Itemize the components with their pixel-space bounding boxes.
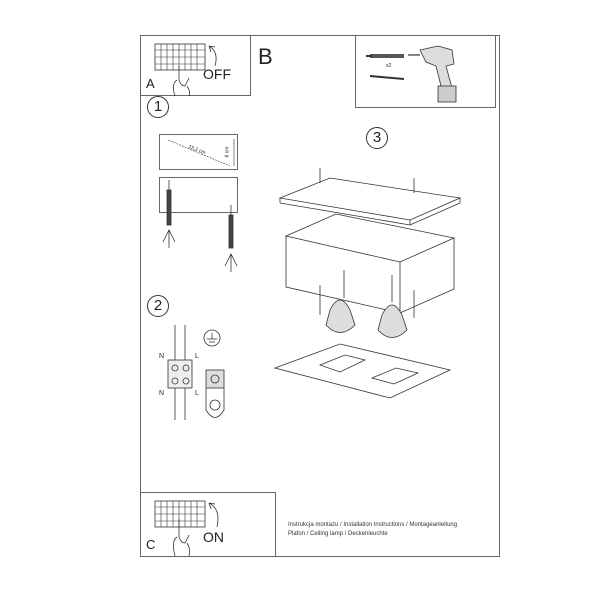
step-a-action: OFF (203, 66, 231, 82)
wire-l-bottom: L (195, 390, 199, 397)
switchboard-icon (154, 43, 217, 97)
drill-icon (408, 45, 457, 103)
height-dimension: 6 cm (224, 146, 231, 158)
screw-icon (369, 75, 405, 80)
drilling-template: 15,2 cm 6 cm (159, 134, 238, 170)
rotate-arrow-icon (208, 502, 219, 528)
tools-box: x2 (355, 35, 496, 108)
step-c-letter: C (146, 537, 156, 552)
wire-n-top: N (159, 353, 165, 360)
caption-line-2: Plafon / Ceiling lamp / Deckenleuchte (288, 531, 388, 537)
step-c-action: ON (203, 529, 224, 545)
wire-n-bottom: N (159, 390, 165, 397)
caption-line-1: Instrukcja montażu / Installation Instru… (288, 522, 458, 528)
step-3-number: 3 (366, 127, 388, 149)
step-2-number: 2 (147, 295, 169, 317)
step-a-box: A OFF (140, 35, 251, 97)
caption: Instrukcja montażu / Installation Instru… (288, 521, 457, 539)
wire-l-top: L (195, 353, 199, 360)
ceiling-section (159, 177, 238, 213)
tool-count: x2 (386, 63, 392, 69)
hand-icon (173, 519, 191, 557)
step-a-letter: A (146, 76, 155, 91)
step-1-number: 1 (147, 96, 169, 118)
step-b-letter: B (258, 44, 273, 69)
switchboard-icon (154, 500, 219, 557)
instruction-sheet (140, 35, 500, 557)
rotate-arrow-icon (208, 45, 217, 67)
wall-plug-icon (366, 54, 404, 58)
hand-icon (173, 66, 191, 97)
step-c-box: C ON (140, 492, 276, 557)
